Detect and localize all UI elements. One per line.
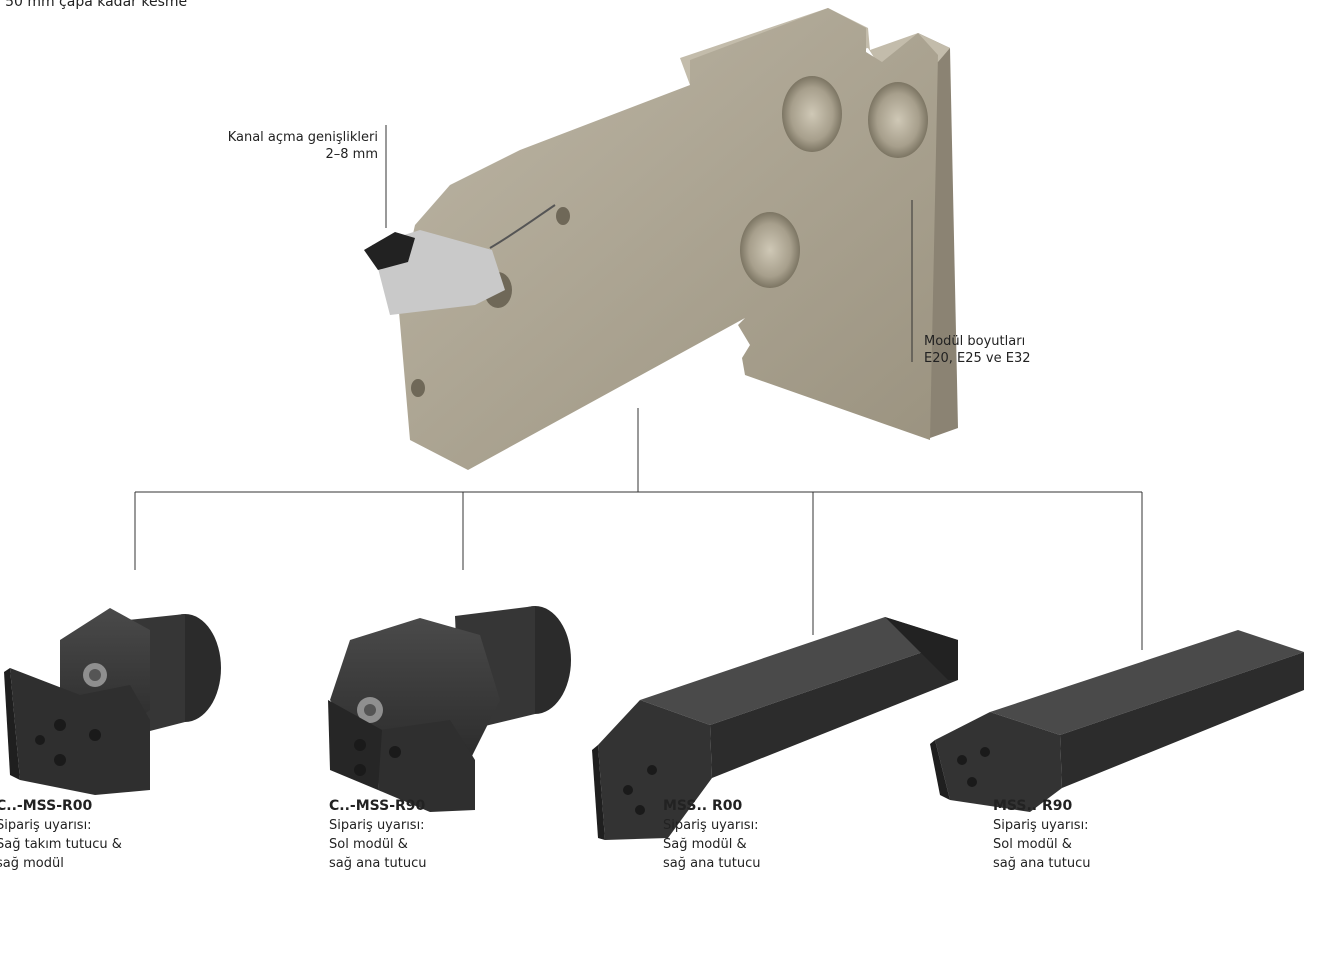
module-sizes-value: E20, E25 ve E32 <box>924 351 1031 366</box>
module-body <box>398 8 938 470</box>
connector-tree <box>134 408 1143 650</box>
product-note: Sipariş uyarısı: <box>663 818 759 833</box>
module-hole <box>868 82 928 158</box>
product-line2: sağ ana tutucu <box>663 856 761 871</box>
groove-width-title: Kanal açma genişlikleri <box>227 130 378 145</box>
module-hole <box>740 212 800 288</box>
holder-c-mss-r00 <box>4 608 221 795</box>
insert-tip <box>364 232 415 270</box>
product-code: MSS.. R90 <box>993 798 1073 814</box>
module-hole <box>782 76 842 152</box>
product-note: Sipariş uyarısı: <box>329 818 425 833</box>
holder-mss-r00 <box>592 617 958 840</box>
product-line2: sağ ana tutucu <box>329 856 427 871</box>
product-caption: MSS.. R90 Sipariş uyarısı: Sol modül & s… <box>993 797 1091 873</box>
module-hole <box>556 207 570 225</box>
product-caption: MSS.. R00 Sipariş uyarısı: Sağ modül & s… <box>663 797 761 873</box>
product-code: MSS.. R00 <box>663 798 743 814</box>
product-line1: Sol modül & <box>993 837 1072 852</box>
module-slit <box>489 204 556 249</box>
holder-mss-r90 <box>930 630 1304 812</box>
product-line2: sağ ana tutucu <box>993 856 1091 871</box>
module-sizes-label: Modül boyutları E20, E25 ve E32 <box>924 333 1124 367</box>
holder-c-mss-r90 <box>328 606 571 812</box>
product-line1: Sağ modül & <box>663 837 747 852</box>
module-sizes-title: Modül boyutları <box>924 334 1026 349</box>
groove-width-label: Kanal açma genişlikleri 2–8 mm <box>176 129 378 163</box>
groove-width-value: 2–8 mm <box>325 147 378 162</box>
product-code: C..-MSS-R00 <box>0 798 93 814</box>
top-caption: e 50 mm çapa kadar kesme <box>0 0 188 10</box>
product-caption: C..-MSS-R00 Sipariş uyarısı: Sağ takım t… <box>0 797 122 873</box>
cutting-module <box>364 8 958 470</box>
product-line1: Sağ takım tutucu & <box>0 837 122 852</box>
module-hole <box>411 379 425 397</box>
product-caption: C..-MSS-R90 Sipariş uyarısı: Sol modül &… <box>329 797 427 873</box>
product-note: Sipariş uyarısı: <box>0 818 92 833</box>
product-line1: Sol modül & <box>329 837 408 852</box>
product-code: C..-MSS-R90 <box>329 798 426 814</box>
product-line2: sağ modül <box>0 856 64 871</box>
product-note: Sipariş uyarısı: <box>993 818 1089 833</box>
